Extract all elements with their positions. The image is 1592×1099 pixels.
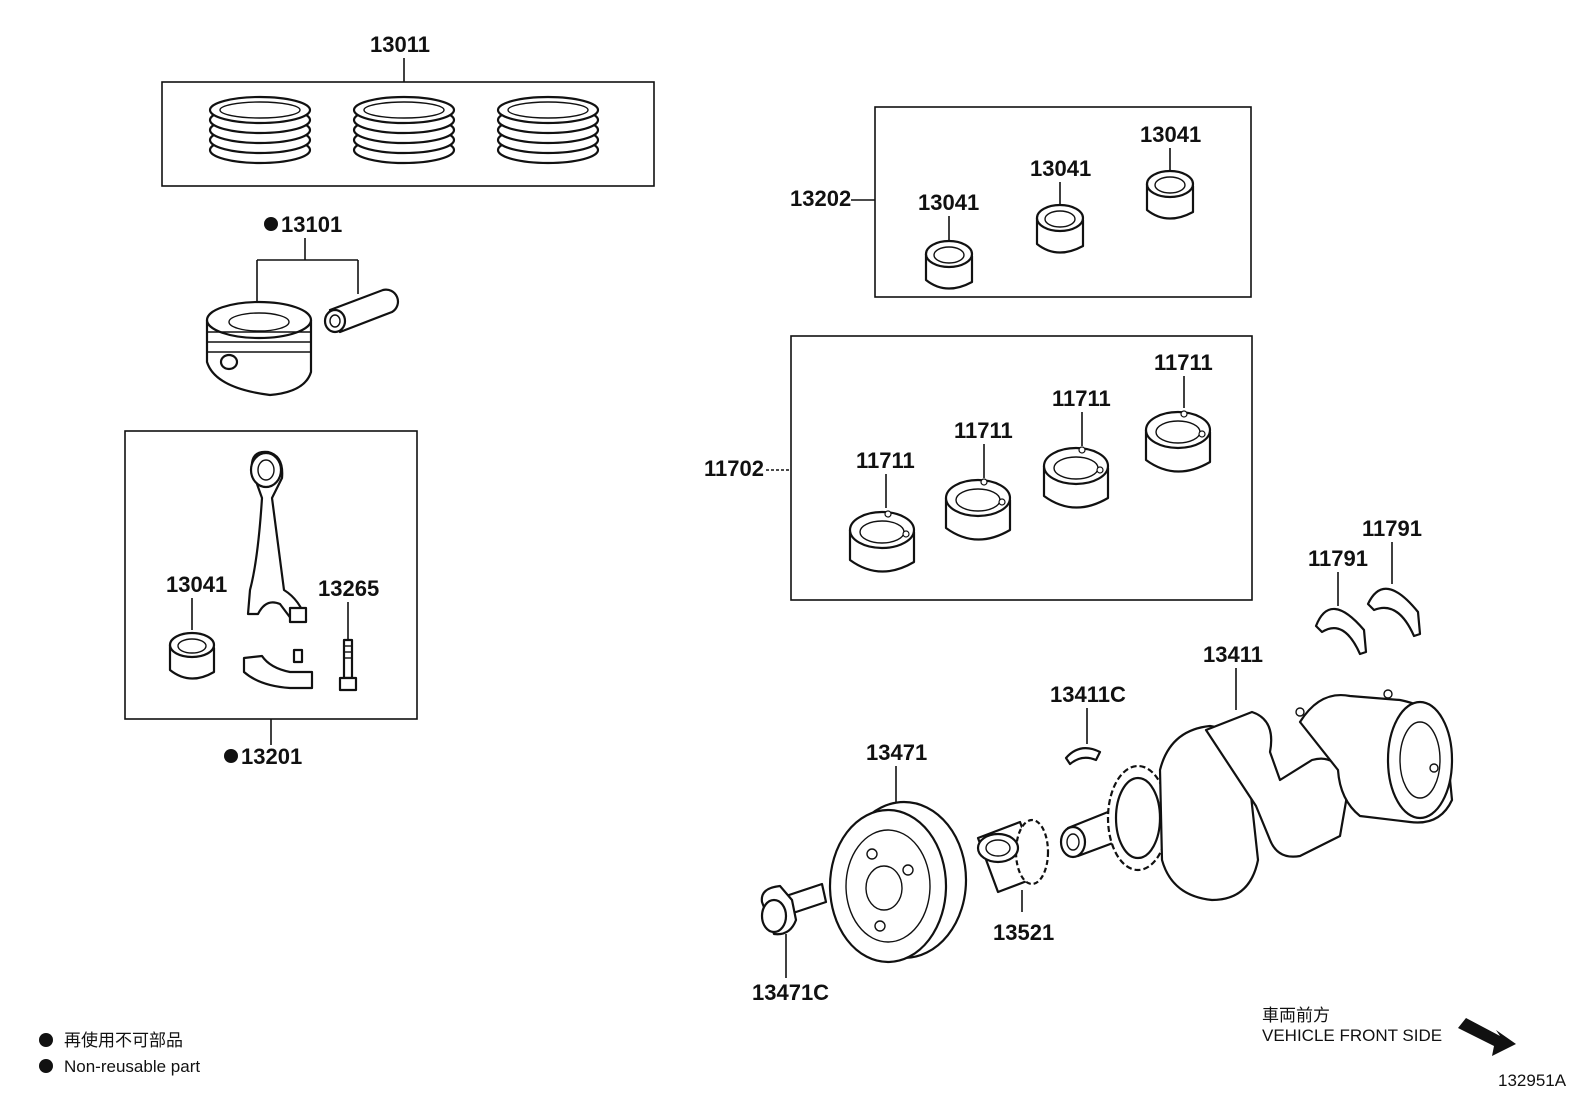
crank-key: 13411C: [1050, 682, 1126, 766]
legend: 再使用不可部品 Non-reusable part: [39, 1030, 200, 1076]
label-13411C: 13411C: [1050, 682, 1126, 707]
direction-arrow-icon: [1458, 1018, 1516, 1056]
piston: [205, 300, 313, 397]
ring-stack-3: [496, 95, 600, 165]
label-11711-d: 11711: [1154, 350, 1213, 375]
legend-dot: [39, 1033, 53, 1047]
rod-bearing-set: 13202 13041 13041 13041: [790, 106, 1252, 298]
label-13471C: 13471C: [752, 980, 829, 1005]
legend-jp: 再使用不可部品: [64, 1030, 183, 1050]
label-13265: 13265: [318, 576, 379, 601]
label-13041-rod: 13041: [166, 572, 227, 597]
piston-ring-set: 13011: [161, 32, 655, 187]
direction-en: VEHICLE FRONT SIDE: [1262, 1026, 1442, 1045]
label-13041-c: 13041: [1140, 122, 1201, 147]
label-11711-a: 11711: [856, 448, 915, 473]
rod-bolt: 13265: [318, 576, 379, 692]
pulley-bolt: 13471C: [752, 882, 829, 1005]
label-11702: 11702: [704, 456, 764, 481]
thrust-washer-b: [1366, 587, 1422, 638]
connecting-rod: [246, 450, 308, 624]
thrust-washer-a: [1314, 607, 1368, 656]
piston-ring-set-box: [161, 81, 655, 187]
thrust-washers: 11791 11791: [1308, 516, 1422, 656]
main-bearing-d: 11711: [1144, 350, 1213, 473]
label-11711-c: 11711: [1052, 386, 1111, 411]
crank-pulley: 13471: [828, 740, 968, 964]
label-13521: 13521: [993, 920, 1054, 945]
label-13201: 13201: [241, 744, 302, 769]
piston-with-pin: 13101: [205, 212, 400, 397]
rod-bearing-b: 13041: [1030, 156, 1091, 254]
rod-bearing-set-box: [874, 106, 1252, 298]
ring-stack-1: [208, 95, 312, 165]
label-11791-b: 11791: [1362, 516, 1422, 541]
main-bearing-a: 11711: [848, 448, 916, 573]
main-bearing-set-box: [790, 335, 1253, 601]
direction-jp: 車両前方: [1262, 1006, 1330, 1025]
label-13041-b: 13041: [1030, 156, 1091, 181]
non-reusable-dot-2: [224, 749, 238, 763]
label-11791-a: 11791: [1308, 546, 1368, 571]
label-13411: 13411: [1203, 642, 1263, 667]
label-13471: 13471: [866, 740, 927, 765]
rod-bearing-c: 13041: [1140, 122, 1201, 220]
label-13011: 13011: [370, 32, 430, 57]
label-13202: 13202: [790, 186, 851, 211]
vehicle-direction: 車両前方 VEHICLE FRONT SIDE: [1262, 1006, 1516, 1056]
non-reusable-dot: [264, 217, 278, 231]
legend-en: Non-reusable part: [64, 1057, 200, 1076]
main-bearing-set: 11702 11711 11711 11711: [704, 335, 1253, 601]
main-bearing-c: 11711: [1042, 386, 1111, 509]
piston-pin: [323, 288, 400, 334]
figure-id: 132951A: [1498, 1071, 1567, 1090]
ring-stack-2: [352, 95, 456, 165]
rod-bearing-a: 13041: [918, 190, 979, 290]
crankshaft: 13411: [1059, 642, 1454, 902]
rod-bearing: 13041: [166, 572, 227, 680]
connecting-rod-assembly: 13041 13265 13201: [124, 430, 418, 769]
rod-cap: [242, 648, 314, 690]
timing-sprocket: 13521: [976, 818, 1054, 945]
label-11711-b: 11711: [954, 418, 1013, 443]
main-bearing-b: 11711: [944, 418, 1013, 541]
label-13101: 13101: [281, 212, 342, 237]
legend-dot-2: [39, 1059, 53, 1073]
label-13041-a: 13041: [918, 190, 979, 215]
